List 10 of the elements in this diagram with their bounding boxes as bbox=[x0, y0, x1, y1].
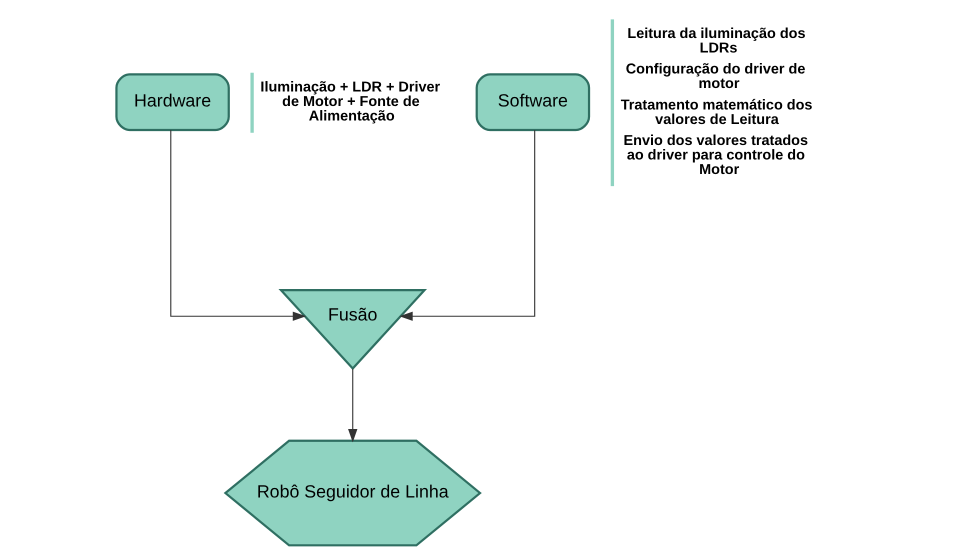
arrow bbox=[170, 130, 306, 321]
arrow bbox=[399, 130, 536, 321]
node-label: Configuração do driver de motor bbox=[626, 62, 806, 92]
node-label: Envio dos valores tratados ao driver para controle do Motor bbox=[624, 132, 808, 178]
arrow bbox=[348, 368, 358, 442]
node-label: Leitura da iluminação dos LDRs bbox=[627, 26, 806, 57]
node-label: Iluminação + LDR + Driver de Motor + Fonte de Alimentação bbox=[260, 80, 440, 124]
node-box: Software bbox=[476, 73, 590, 132]
node-box: Hardware bbox=[115, 73, 230, 132]
node-label: Tratamento matemático dos valores de Leitura bbox=[620, 97, 812, 128]
